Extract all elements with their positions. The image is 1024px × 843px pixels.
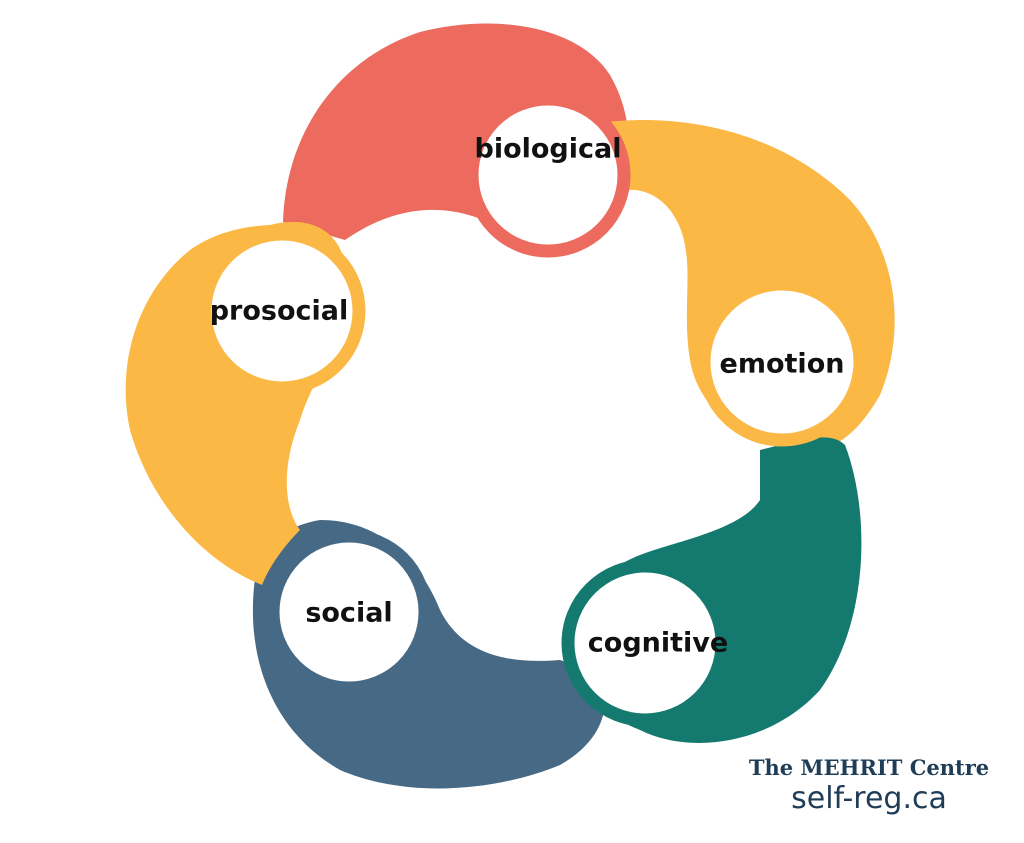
node-cognitive-label: cognitive — [588, 628, 728, 659]
website-link[interactable]: self-reg.ca — [791, 781, 947, 816]
node-biological-circle — [465, 92, 631, 258]
node-biological-label: biological — [475, 134, 622, 165]
node-prosocial: prosocial — [198, 227, 366, 395]
node-social: social — [266, 529, 432, 695]
node-cognitive-circle — [561, 559, 729, 727]
organization-name: The MEHRIT Centre — [748, 755, 990, 780]
node-prosocial-circle — [198, 227, 366, 395]
node-cognitive: cognitive — [561, 559, 729, 727]
node-emotion-label: emotion — [720, 349, 845, 380]
node-prosocial-label: prosocial — [210, 296, 349, 327]
node-emotion: emotion — [697, 277, 867, 447]
node-social-circle — [266, 529, 432, 695]
node-social-label: social — [305, 598, 392, 629]
node-biological: biological — [465, 92, 631, 258]
node-emotion-circle — [697, 277, 867, 447]
